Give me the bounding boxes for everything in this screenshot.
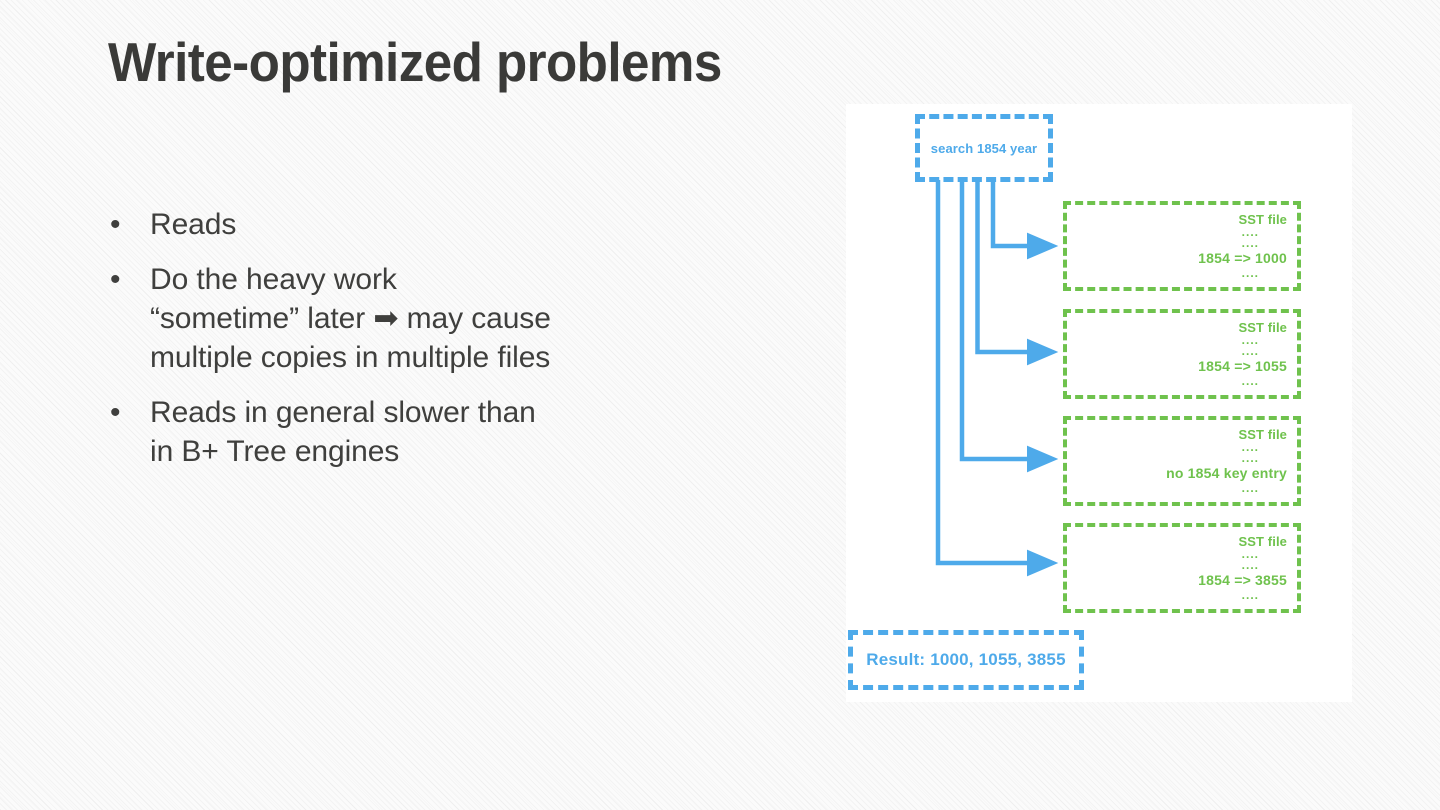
sst-file-dots-bottom: ....	[1241, 588, 1259, 602]
sst-file-dots-mid: ....	[1241, 451, 1259, 465]
sst-file-entry: 1854 => 3855	[1198, 572, 1287, 588]
list-item: • Do the heavy work “sometime” later ➡ m…	[106, 260, 686, 377]
page-title: Write-optimized problems	[108, 31, 722, 93]
sst-file-entry: 1854 => 1055	[1198, 358, 1287, 374]
sst-file-title: SST file	[1238, 534, 1287, 549]
result-label: Result: 1000, 1055, 3855	[866, 650, 1066, 669]
bullet-marker-icon: •	[110, 208, 121, 241]
bullet-marker-icon: •	[110, 396, 121, 429]
bullet-marker-icon: •	[110, 263, 121, 296]
list-item: • Reads in general slower than in B+ Tre…	[106, 393, 686, 471]
list-item: • Reads	[106, 205, 686, 244]
bullet-line: in B+ Tree engines	[150, 435, 400, 468]
sst-file-entry: no 1854 key entry	[1166, 465, 1287, 481]
sst-file-title: SST file	[1238, 427, 1287, 442]
sst-file-dots-top: ....	[1241, 547, 1259, 561]
bullet-line: Do the heavy work	[150, 263, 397, 296]
sst-file-entry: 1854 => 1000	[1198, 250, 1287, 266]
search-query-box[interactable]: search 1854 year	[915, 114, 1053, 182]
bullet-item-text: Reads in general slower than in B+ Tree …	[150, 393, 536, 471]
sst-file-box[interactable]: SST file .... .... 1854 => 3855 ....	[1063, 523, 1301, 613]
bullet-item-text: Do the heavy work “sometime” later ➡ may…	[150, 260, 551, 377]
bullet-line: multiple copies in multiple files	[150, 341, 551, 374]
bullet-line: Reads in general slower than	[150, 396, 536, 429]
bullet-line: “sometime” later ➡ may cause	[150, 302, 551, 335]
bullet-line: Reads	[150, 208, 237, 241]
sst-file-dots-top: ....	[1241, 225, 1259, 239]
sst-file-box[interactable]: SST file .... .... 1854 => 1055 ....	[1063, 309, 1301, 399]
sst-file-dots-bottom: ....	[1241, 374, 1259, 388]
bullet-list: • Reads • Do the heavy work “sometime” l…	[106, 205, 686, 487]
sst-file-box[interactable]: SST file .... .... 1854 => 1000 ....	[1063, 201, 1301, 291]
sst-file-dots-bottom: ....	[1241, 481, 1259, 495]
sst-file-title: SST file	[1238, 212, 1287, 227]
result-box[interactable]: Result: 1000, 1055, 3855	[848, 630, 1084, 690]
sst-file-dots-mid: ....	[1241, 236, 1259, 250]
bullet-item-text: Reads	[150, 205, 236, 244]
sst-file-box[interactable]: SST file .... .... no 1854 key entry ...…	[1063, 416, 1301, 506]
sst-file-dots-top: ....	[1241, 440, 1259, 454]
sst-file-dots-mid: ....	[1241, 558, 1259, 572]
search-query-label: search 1854 year	[930, 140, 1038, 156]
sst-file-dots-mid: ....	[1241, 344, 1259, 358]
sst-file-title: SST file	[1238, 320, 1287, 335]
sst-file-dots-top: ....	[1241, 333, 1259, 347]
sst-file-dots-bottom: ....	[1241, 266, 1259, 280]
